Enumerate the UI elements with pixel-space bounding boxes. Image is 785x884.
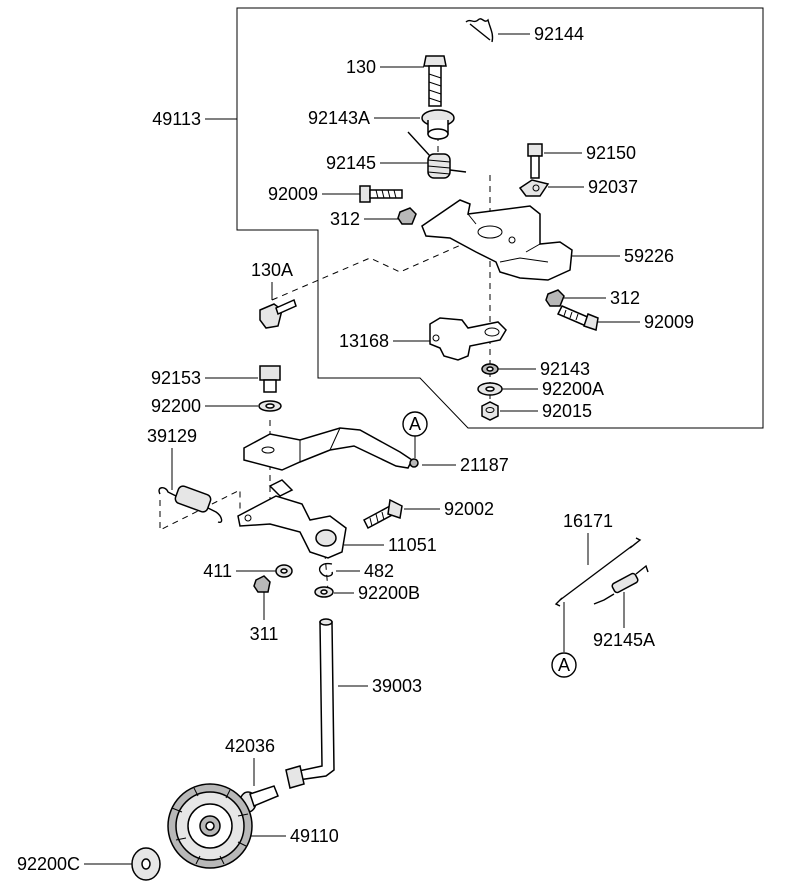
lever-21187	[243, 427, 419, 471]
nut-312-upper	[397, 207, 417, 225]
washer-92200A	[477, 382, 503, 396]
washer-92143	[481, 363, 499, 375]
callout-411: 411	[203, 561, 232, 581]
nut-312-lower	[545, 289, 565, 307]
clip-92037	[518, 179, 550, 197]
spring-39129	[158, 485, 223, 523]
screw-92009-upper	[359, 185, 403, 203]
callout-92015: 92015	[542, 401, 592, 421]
callout-92002: 92002	[444, 499, 494, 519]
callout-16171: 16171	[563, 511, 613, 531]
bracket-11051	[237, 479, 347, 559]
callout-482: 482	[364, 561, 394, 581]
callout-92144: 92144	[534, 24, 584, 44]
callout-312-lower: 312	[610, 288, 640, 308]
reference-marker-a-upper: A	[402, 411, 428, 437]
callout-39003: 39003	[372, 676, 422, 696]
callout-92153: 92153	[151, 368, 201, 388]
callout-312-upper: 312	[330, 209, 360, 229]
callout-49110: 49110	[290, 826, 339, 846]
callout-92200A: 92200A	[542, 379, 604, 399]
spring-92145	[407, 131, 467, 179]
bolt-130	[423, 55, 447, 107]
bracket-59226	[421, 199, 573, 281]
callout-92200C: 92200C	[17, 854, 80, 874]
callout-42036: 42036	[225, 736, 275, 756]
callout-130A: 130A	[251, 260, 293, 280]
part-callouts: 92144 130 49113 92143A 92145 92150 92009…	[17, 24, 694, 874]
callout-311: 311	[250, 624, 279, 644]
callout-92143A: 92143A	[308, 108, 370, 128]
callout-92037: 92037	[588, 177, 638, 197]
leader-lines	[84, 33, 640, 865]
callout-11051: 11051	[388, 535, 437, 555]
callout-92009-lower: 92009	[644, 312, 694, 332]
screw-92009-lower	[556, 305, 599, 331]
callout-59226: 59226	[624, 246, 674, 266]
callout-92009-upper: 92009	[268, 184, 318, 204]
callout-92200B: 92200B	[358, 583, 420, 603]
gear-49110	[167, 783, 253, 869]
reference-marker-a-lower: A	[551, 652, 577, 678]
bushing-92143A	[421, 109, 455, 140]
screw-92002	[363, 498, 403, 530]
assembly-outline	[236, 7, 764, 429]
callout-49113: 49113	[152, 109, 201, 129]
callout-92200: 92200	[151, 396, 201, 416]
nut-311	[253, 575, 271, 593]
callout-13168: 13168	[339, 331, 389, 351]
washer-92200C	[131, 847, 161, 881]
spring-92144	[465, 18, 494, 43]
clip-482	[318, 562, 333, 577]
bolt-92153	[259, 365, 281, 393]
callout-21187: 21187	[460, 455, 509, 475]
bolt-92150	[527, 143, 543, 179]
bracket-13168	[429, 317, 507, 361]
callout-39129: 39129	[147, 426, 197, 446]
rod-16171	[554, 537, 642, 607]
washer-92200	[258, 400, 282, 412]
bolt-130A	[259, 298, 297, 329]
shaft-39003	[285, 618, 335, 789]
nut-92015	[481, 401, 499, 421]
callout-92145: 92145	[326, 153, 376, 173]
svg-text:A: A	[558, 655, 570, 675]
callout-92150: 92150	[586, 143, 636, 163]
washer-92200B	[314, 586, 334, 598]
callout-92143: 92143	[540, 359, 590, 379]
svg-text:A: A	[409, 414, 421, 434]
washer-411	[275, 564, 293, 578]
callout-92145A: 92145A	[593, 630, 655, 650]
spring-92145A	[593, 564, 649, 605]
callout-130: 130	[346, 57, 376, 77]
